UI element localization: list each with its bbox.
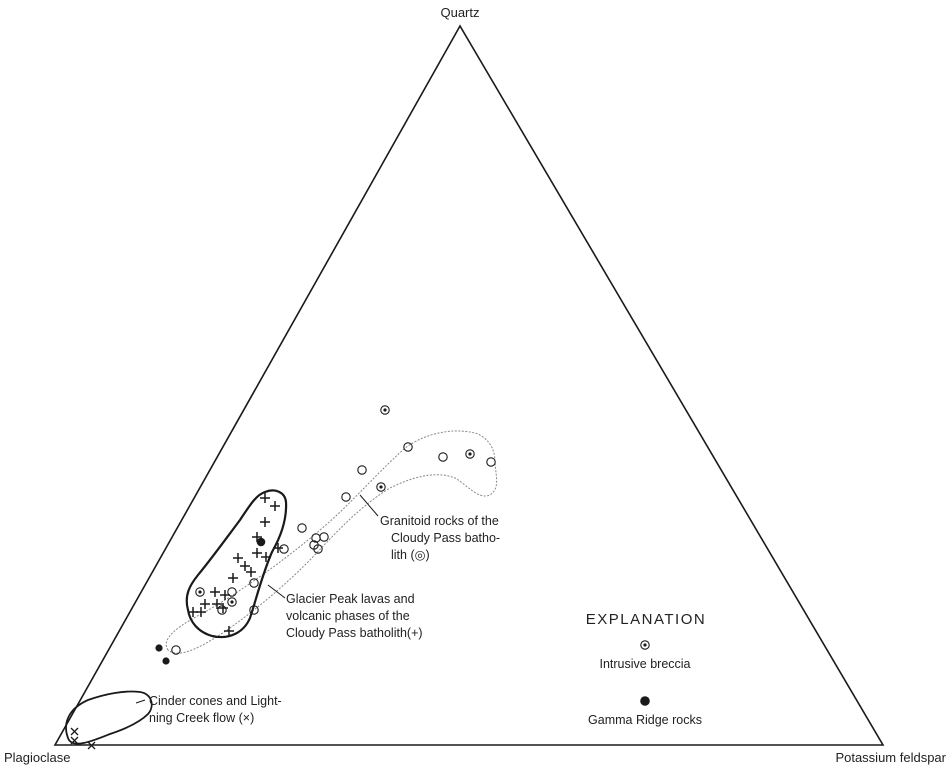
annotation-line: Cinder cones and Light- — [149, 694, 282, 708]
granitoid-field-outline — [165, 430, 498, 654]
vertex-label-potassium-feldspar: Potassium feldspar — [835, 750, 946, 765]
annotation-line: Cloudy Pass batho- — [391, 531, 500, 545]
cinder-cone-point — [87, 741, 96, 750]
glacier-peak-point — [196, 607, 206, 617]
gamma-ridge-point — [155, 644, 163, 652]
granitoid-point — [486, 457, 496, 467]
glacier-peak-point — [260, 493, 270, 503]
glacier-peak-point — [270, 501, 280, 511]
breccia-point — [465, 449, 475, 459]
vertex-label-plagioclase: Plagioclase — [4, 750, 71, 765]
annotation-line: volcanic phases of the — [286, 609, 410, 623]
granitoid-point — [313, 544, 323, 554]
glacier-peak-leader-line — [267, 584, 286, 599]
glacier-peak-point — [228, 573, 238, 583]
glacier-peak-points — [188, 493, 283, 636]
glacier-peak-point — [218, 603, 228, 613]
cinder-cone-leader-line — [135, 699, 146, 704]
granitoid-point — [357, 465, 367, 475]
glacier-peak-point — [200, 599, 210, 609]
gamma-ridge-point — [256, 537, 266, 547]
granitoid-point — [249, 605, 259, 615]
cinder-cone-annotation: Cinder cones and Light- ning Creek flow … — [149, 694, 282, 725]
breccia-point — [227, 597, 237, 607]
granitoid-point — [227, 587, 237, 597]
glacier-peak-point — [252, 548, 262, 558]
glacier-peak-point — [240, 561, 250, 571]
glacier-peak-field-outline — [185, 489, 288, 639]
legend-gamma-ridge-icon — [640, 696, 650, 706]
explanation-legend: EXPLANATION Intrusive breccia Gamma Ridg… — [586, 611, 706, 727]
annotation-line: Glacier Peak lavas and — [286, 592, 415, 606]
glacier-peak-point — [212, 599, 222, 609]
granitoid-point — [438, 452, 448, 462]
gamma-ridge-point — [162, 657, 170, 665]
vertex-label-quartz: Quartz — [440, 5, 479, 20]
cinder-cone-field-outline — [65, 690, 153, 745]
glacier-peak-point — [224, 626, 234, 636]
gamma-ridge-points — [155, 537, 266, 665]
legend-label-gamma-ridge: Gamma Ridge rocks — [588, 713, 702, 727]
glacier-peak-point — [273, 543, 283, 553]
ternary-triangle — [53, 24, 885, 746]
granitoid-point — [341, 492, 351, 502]
glacier-peak-point — [260, 517, 270, 527]
granitoid-point — [217, 605, 227, 615]
glacier-peak-point — [252, 532, 262, 542]
annotation-line: Cloudy Pass batholith(+) — [286, 626, 423, 640]
annotation-line: lith (◎) — [391, 548, 430, 562]
granitoid-point — [297, 523, 307, 533]
breccia-point — [376, 482, 386, 492]
legend-label-intrusive-breccia: Intrusive breccia — [599, 657, 690, 671]
granitoid-leader-line — [359, 494, 379, 517]
granitoid-point — [171, 645, 181, 655]
intrusive-breccia-points — [195, 405, 475, 607]
glacier-peak-point — [210, 587, 220, 597]
cinder-cone-point — [70, 736, 79, 745]
granitoid-points — [171, 442, 496, 655]
breccia-point — [380, 405, 390, 415]
annotation-line: Granitoid rocks of the — [380, 514, 499, 528]
breccia-point — [195, 587, 205, 597]
granitoid-annotation: Granitoid rocks of the Cloudy Pass batho… — [380, 514, 500, 562]
annotation-line: ning Creek flow (×) — [149, 711, 254, 725]
glacier-peak-point — [246, 567, 256, 577]
granitoid-point — [249, 578, 259, 588]
glacier-peak-annotation: Glacier Peak lavas and volcanic phases o… — [286, 592, 423, 640]
glacier-peak-point — [220, 590, 230, 600]
cinder-cone-point — [70, 727, 79, 736]
granitoid-point — [279, 544, 289, 554]
glacier-peak-point — [233, 553, 243, 563]
granitoid-point — [403, 442, 413, 452]
granitoid-point — [319, 532, 329, 542]
cinder-cone-points — [70, 727, 96, 750]
legend-title: EXPLANATION — [586, 611, 706, 628]
glacier-peak-point — [261, 552, 271, 562]
legend-breccia-icon — [640, 640, 650, 650]
